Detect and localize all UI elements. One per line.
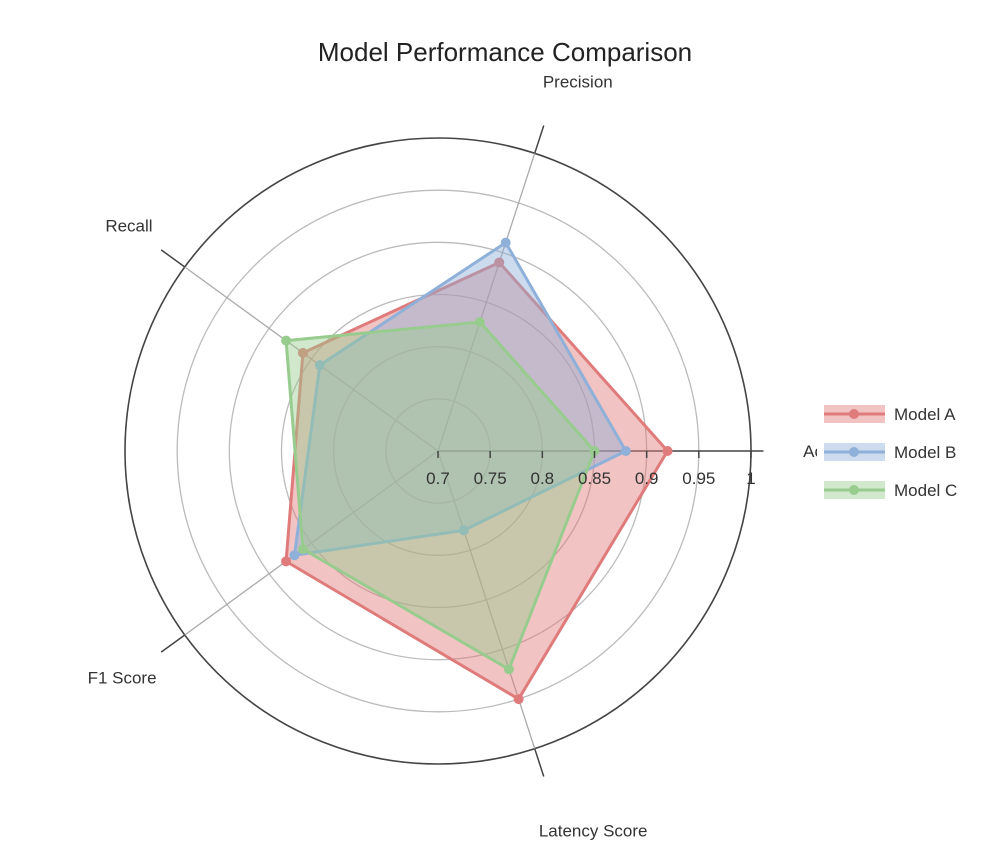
axis-label: Precision xyxy=(543,73,613,92)
data-point xyxy=(297,544,308,555)
axes xyxy=(160,125,764,777)
radial-ticks: 0.7 0.75 0.8 0.85 0.9 0.95 1 xyxy=(426,451,756,488)
axis-label: Latency Score xyxy=(539,821,648,840)
series-layer xyxy=(281,237,673,705)
legend-label: Model B xyxy=(894,443,956,462)
data-point xyxy=(297,347,308,358)
radial-tick-label: 0.95 xyxy=(682,469,715,488)
radial-tick-label: 0.75 xyxy=(474,469,507,488)
series-model-c xyxy=(281,317,600,675)
axis-spoke xyxy=(437,153,536,452)
series-model-b xyxy=(289,237,631,561)
axis-tick xyxy=(534,125,545,154)
axis-label: Accuracy xyxy=(803,442,873,461)
legend[interactable]: Model A Model B Model C xyxy=(824,405,957,500)
data-point xyxy=(289,550,300,561)
radial-tick-label: 0.8 xyxy=(531,469,555,488)
data-point xyxy=(458,525,469,536)
radial-tick-label: 0.9 xyxy=(635,469,659,488)
data-point xyxy=(494,257,505,268)
radial-tick-label: 1 xyxy=(746,469,755,488)
series-area xyxy=(293,241,628,557)
axis-spoke xyxy=(184,450,439,636)
series-area xyxy=(284,320,596,671)
legend-marker xyxy=(849,409,859,419)
axis-spoke xyxy=(184,266,439,452)
axis-tick xyxy=(160,634,186,653)
legend-item-model-a[interactable]: Model A xyxy=(824,405,956,424)
chart-title: Model Performance Comparison xyxy=(318,37,692,67)
legend-item-model-b[interactable]: Model B xyxy=(824,443,956,462)
radial-tick-label: 0.85 xyxy=(578,469,611,488)
series-model-a xyxy=(281,257,673,705)
legend-label: Model C xyxy=(894,481,957,500)
data-point xyxy=(620,446,631,456)
data-point xyxy=(281,556,292,567)
data-point xyxy=(281,335,292,346)
data-point xyxy=(500,237,511,248)
data-point xyxy=(503,664,514,675)
data-point xyxy=(314,360,325,371)
legend-marker xyxy=(849,485,859,495)
axis-tick xyxy=(160,249,186,268)
data-point xyxy=(474,317,485,328)
radial-tick-label: 0.7 xyxy=(426,469,450,488)
legend-item-model-c[interactable]: Model C xyxy=(824,481,957,500)
legend-marker xyxy=(849,447,859,457)
legend-label: Model A xyxy=(894,405,956,424)
axis-label: F1 Score xyxy=(88,669,157,688)
data-point xyxy=(662,446,673,456)
axis-tick xyxy=(534,748,545,777)
axis-label: Recall xyxy=(105,216,152,235)
data-point xyxy=(513,694,524,705)
